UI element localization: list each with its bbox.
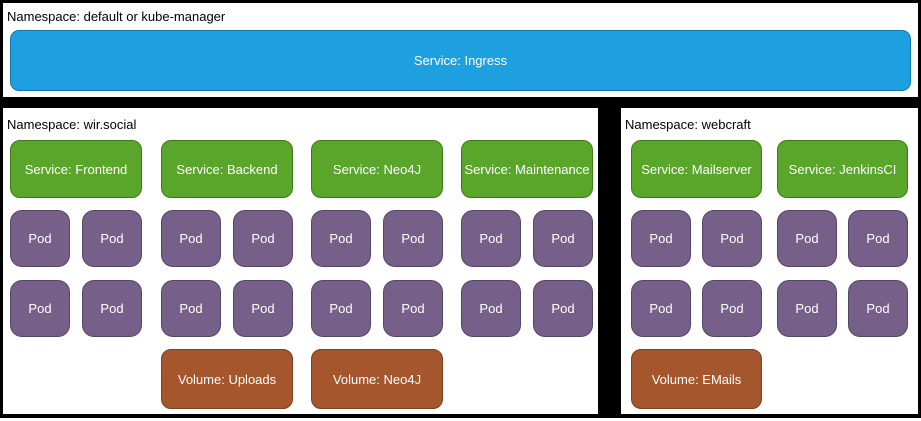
service-column-mailserver: Service: Mailserver Pod Pod Pod Pod Volu… [631, 108, 762, 414]
namespace-panel-wir-social: Namespace: wir.social Service: Frontend … [3, 108, 598, 414]
volume-node-emails: Volume: EMails [631, 349, 762, 409]
pod-node: Pod [10, 280, 70, 337]
namespace-panel-default: Namespace: default or kube-manager Servi… [3, 3, 918, 97]
service-node-maintenance: Service: Maintenance [461, 140, 593, 198]
pod-node: Pod [533, 280, 593, 337]
pod-node: Pod [533, 210, 593, 267]
pod-node: Pod [233, 210, 293, 267]
service-node-mailserver: Service: Mailserver [631, 140, 762, 198]
service-node-jenkinsci: Service: JenkinsCI [777, 140, 908, 198]
pod-node: Pod [383, 210, 443, 267]
service-node-neo4j: Service: Neo4J [311, 140, 443, 198]
pod-node: Pod [233, 280, 293, 337]
service-node-backend: Service: Backend [161, 140, 293, 198]
pod-node: Pod [777, 280, 837, 337]
namespace-label: Namespace: webcraft [625, 117, 751, 132]
service-column-backend: Service: Backend Pod Pod Pod Pod Volume:… [161, 108, 293, 414]
pod-node: Pod [10, 210, 70, 267]
volume-node-uploads: Volume: Uploads [161, 349, 293, 409]
namespace-label: Namespace: wir.social [7, 117, 137, 132]
pod-node: Pod [461, 210, 521, 267]
service-node-frontend: Service: Frontend [10, 140, 142, 198]
pod-node: Pod [702, 280, 762, 337]
pod-node: Pod [383, 280, 443, 337]
pod-node: Pod [702, 210, 762, 267]
volume-node-neo4j: Volume: Neo4J [311, 349, 443, 409]
service-column-frontend: Service: Frontend Pod Pod Pod Pod [10, 108, 142, 414]
bottom-margin [0, 418, 921, 421]
pod-node: Pod [848, 280, 908, 337]
pod-node: Pod [82, 210, 142, 267]
pod-node: Pod [82, 280, 142, 337]
pod-node: Pod [161, 280, 221, 337]
service-node-ingress: Service: Ingress [10, 30, 911, 91]
pod-node: Pod [311, 280, 371, 337]
pod-node: Pod [161, 210, 221, 267]
service-column-neo4j: Service: Neo4J Pod Pod Pod Pod Volume: N… [311, 108, 443, 414]
pod-node: Pod [311, 210, 371, 267]
pod-node: Pod [631, 280, 691, 337]
pod-node: Pod [848, 210, 908, 267]
pod-node: Pod [461, 280, 521, 337]
pod-node: Pod [631, 210, 691, 267]
service-column-jenkinsci: Service: JenkinsCI Pod Pod Pod Pod [777, 108, 908, 414]
pod-node: Pod [777, 210, 837, 267]
namespace-panel-webcraft: Namespace: webcraft Service: Mailserver … [621, 108, 918, 414]
service-column-maintenance: Service: Maintenance Pod Pod Pod Pod [461, 108, 593, 414]
namespace-label: Namespace: default or kube-manager [7, 9, 226, 24]
